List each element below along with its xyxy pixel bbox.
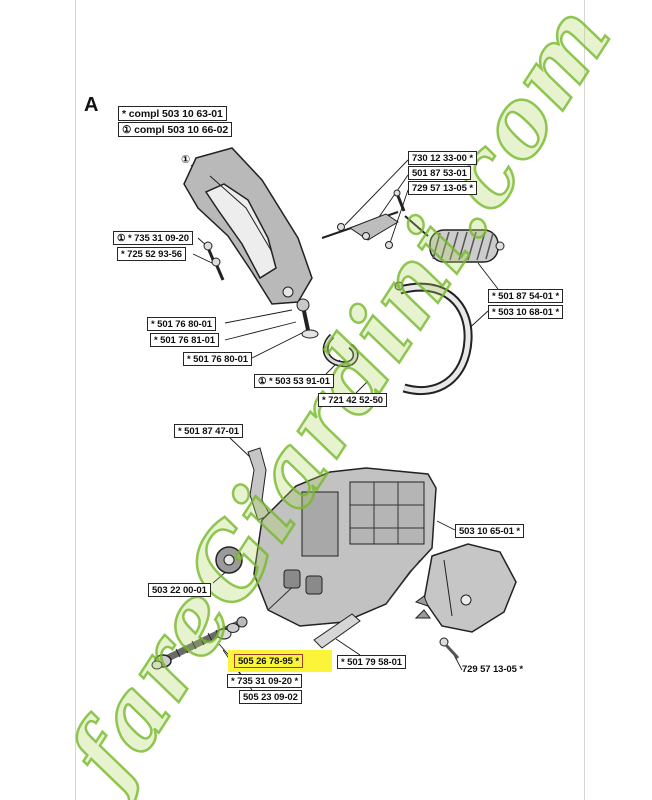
section-marker: A xyxy=(84,94,99,116)
label-729-57-13-05-bottom: 729 57 13-05 * xyxy=(462,664,523,675)
label-503-53-91-01: ① * 503 53 91-01 xyxy=(254,374,334,388)
label-721-42-52-50: * 721 42 52-50 xyxy=(318,393,387,407)
label-505-23-09-02: 505 23 09-02 xyxy=(239,690,302,704)
pivot-bolt-drawing xyxy=(296,298,319,339)
bar-bolt-drawing xyxy=(151,616,248,670)
handle-screws-drawing xyxy=(203,241,225,281)
label-501-87-53-01: 501 87 53-01 xyxy=(408,166,471,180)
label-735-31-09-20-left: ① * 735 31 09-20 xyxy=(113,231,193,245)
label-501-87-47-01: * 501 87 47-01 xyxy=(174,424,243,438)
label-501-76-80-01-a: * 501 76 80-01 xyxy=(147,317,216,331)
front-handguard-drawing xyxy=(183,147,313,305)
label-501-87-54-01: * 501 87 54-01 * xyxy=(488,289,564,303)
page-edge-right xyxy=(584,0,585,800)
label-501-76-80-01-b: * 501 76 80-01 xyxy=(183,352,252,366)
label-735-31-09-20-bottom: * 735 31 09-20 * xyxy=(227,674,303,688)
grommet-drawing xyxy=(215,546,243,574)
label-729-57-13-05-top: 729 57 13-05 * xyxy=(408,181,477,195)
coil-spring-drawing xyxy=(429,229,505,263)
label-compl-503-10-66-02: ① compl 503 10 66-02 xyxy=(118,122,233,137)
trigger-assembly-drawing xyxy=(321,189,429,249)
label-725-52-93-56: * 725 52 93-56 xyxy=(117,247,186,261)
crankcase-drawing xyxy=(253,467,437,627)
page-edge-left xyxy=(75,0,76,800)
clutch-cover-drawing xyxy=(414,543,517,633)
label-503-10-65-01: 503 10 65-01 * xyxy=(455,524,524,538)
label-730-12-33-00: 730 12 33-00 * xyxy=(408,151,477,165)
brake-band-drawing xyxy=(394,281,473,396)
label-503-22-00-01: 503 22 00-01 xyxy=(148,583,211,597)
cover-screw-drawing xyxy=(439,637,460,660)
label-505-26-78-95: 505 26 78-95 * xyxy=(234,654,303,668)
spring-clip-drawing xyxy=(322,333,359,368)
label-501-76-81-01: * 501 76 81-01 xyxy=(150,333,219,347)
callout-1-marker: ① xyxy=(181,153,191,166)
label-503-10-68-01: * 503 10 68-01 * xyxy=(488,305,564,319)
label-501-79-58-01: * 501 79 58-01 xyxy=(337,655,406,669)
guide-strip-drawing xyxy=(313,613,361,649)
label-compl-503-10-63-01: * compl 503 10 63-01 xyxy=(118,106,227,121)
